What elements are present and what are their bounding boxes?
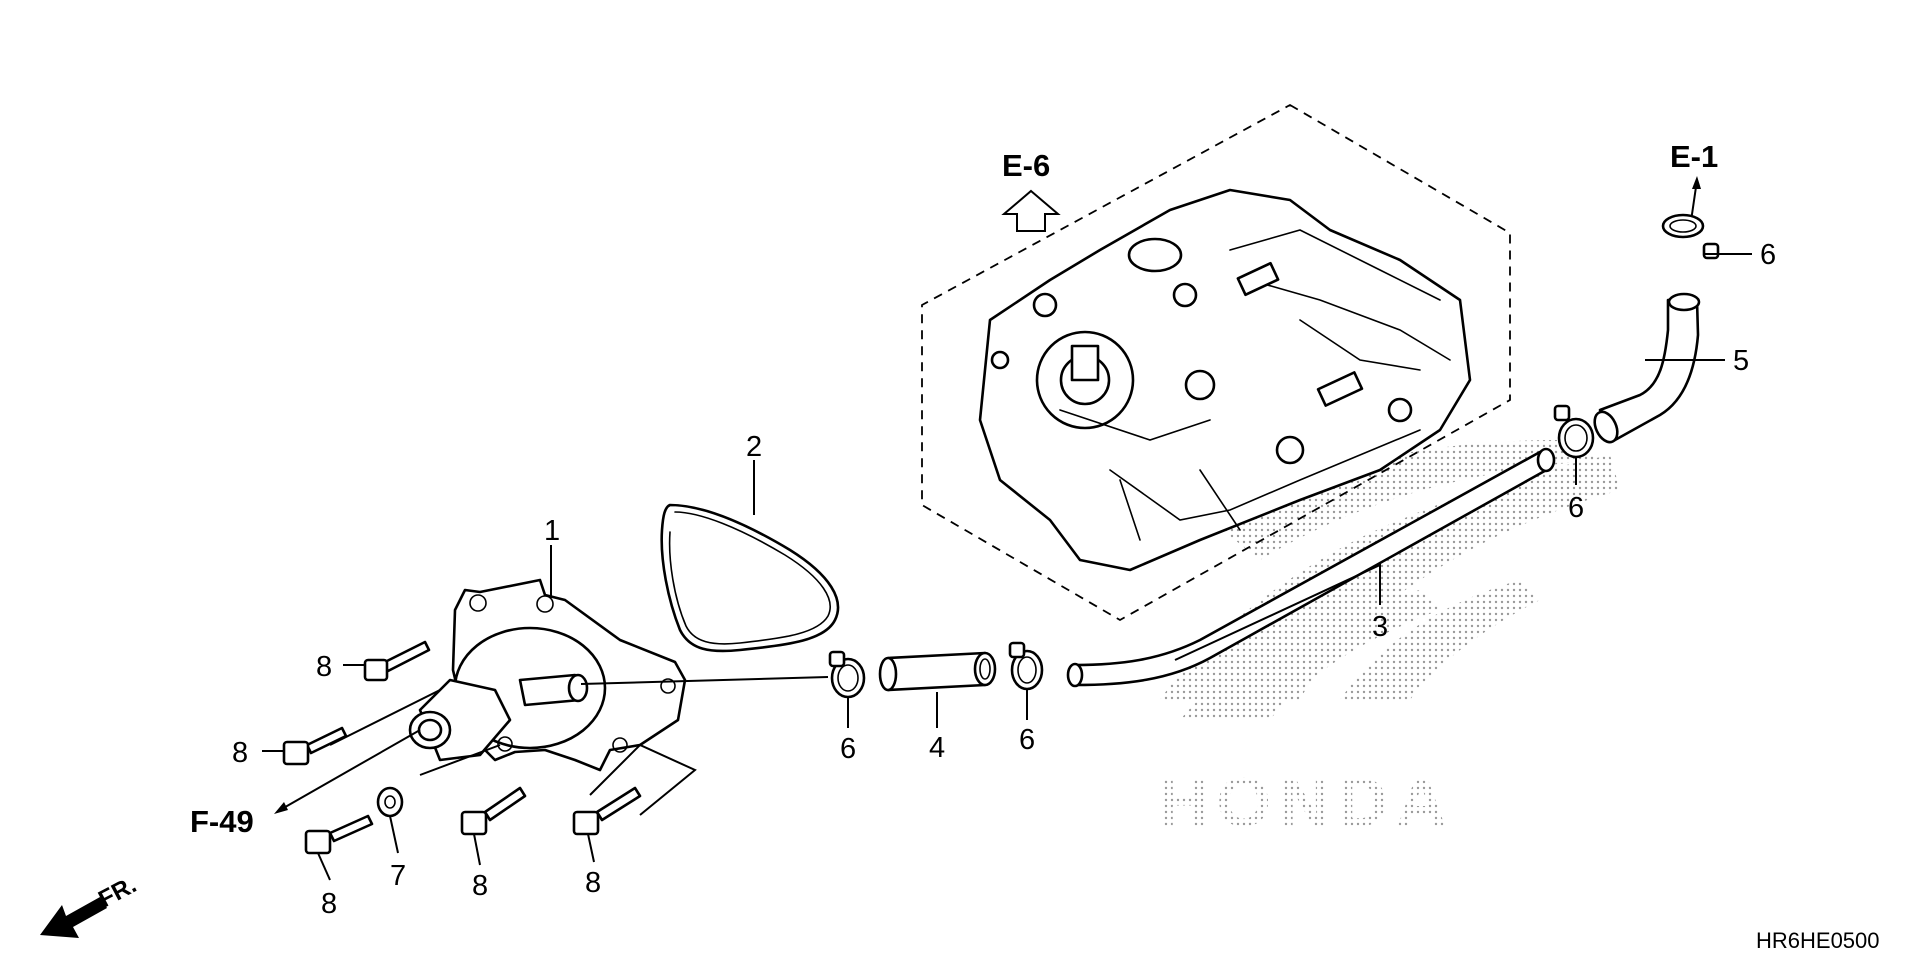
watermark-text: HONDA xyxy=(1158,763,1455,841)
part-8-bolt-e xyxy=(572,786,642,836)
callout-labels: 1 2 3 4 5 6 6 6 6 7 8 8 8 8 8 xyxy=(232,239,1776,920)
front-arrow-icon xyxy=(40,897,107,938)
part-4-hose xyxy=(878,651,997,692)
part-2-o-ring xyxy=(660,503,840,653)
callout-7: 7 xyxy=(390,860,406,892)
part-8-bolt-a xyxy=(363,640,431,682)
engine-case-drawing xyxy=(978,188,1472,572)
callout-8b: 8 xyxy=(232,737,248,769)
callout-4: 4 xyxy=(929,732,945,764)
ref-e1-label: E-1 xyxy=(1670,139,1718,174)
callout-3: 3 xyxy=(1372,611,1388,643)
callout-2: 2 xyxy=(746,431,762,463)
part-6-clamp-c xyxy=(1553,404,1595,459)
part-1-water-pump-cover xyxy=(408,578,687,772)
callout-6c: 6 xyxy=(1568,492,1584,524)
arrow-head-icon xyxy=(1692,176,1701,189)
callout-8d: 8 xyxy=(472,870,488,902)
part-8-bolt-c xyxy=(304,814,374,855)
part-8-bolt-d xyxy=(460,786,527,836)
hollow-up-arrow-icon xyxy=(1001,189,1061,232)
part-5-bent-hose xyxy=(1593,292,1701,444)
part-6-clamp-d xyxy=(1661,213,1720,260)
part-3-coolant-pipe xyxy=(1066,447,1556,688)
callout-8e: 8 xyxy=(585,867,601,899)
callout-6b: 6 xyxy=(1019,724,1035,756)
callout-8a: 8 xyxy=(316,651,332,683)
honda-watermark: HONDA xyxy=(1158,440,1620,841)
part-6-clamp-a xyxy=(828,650,866,699)
arrow-head-icon xyxy=(274,802,288,814)
ref-e6-label: E-6 xyxy=(1002,148,1050,183)
callout-5: 5 xyxy=(1733,345,1749,377)
engine-reference-group xyxy=(921,103,1511,622)
engine-dashed-outline xyxy=(921,103,1511,622)
part-8-bolt-b xyxy=(282,726,348,766)
callout-6a: 6 xyxy=(840,733,856,765)
part-7-washer xyxy=(376,786,404,818)
callout-8c: 8 xyxy=(321,888,337,920)
front-direction-indicator: FR. xyxy=(40,871,141,938)
diagram-code: HR6HE0500 xyxy=(1756,928,1880,953)
part-6-clamp-b xyxy=(1008,641,1044,691)
wing-logo-icon xyxy=(1160,455,1620,720)
callout-6d: 6 xyxy=(1760,239,1776,271)
ref-f49-label: F-49 xyxy=(190,804,254,839)
callout-1: 1 xyxy=(544,515,560,547)
leader-lines xyxy=(262,253,1752,881)
